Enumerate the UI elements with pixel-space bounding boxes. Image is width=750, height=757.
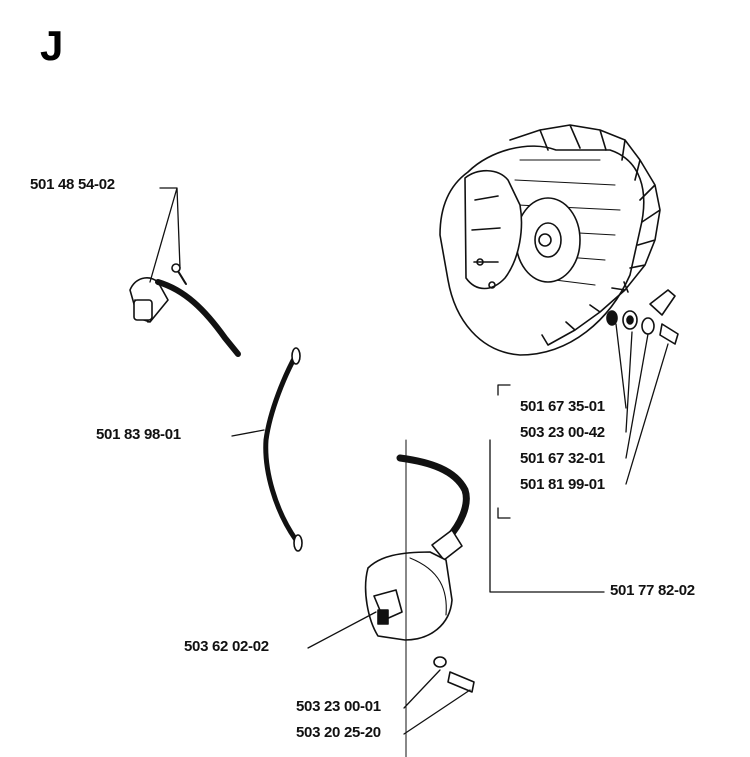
- part-label: 503 62 02-02: [184, 638, 269, 655]
- section-letter: J: [40, 22, 64, 69]
- part-label: 501 81 99-01: [520, 476, 605, 493]
- part-label: 501 83 98-01: [96, 426, 181, 443]
- spark-plug-cap-drawing: [129, 263, 241, 357]
- ignition-coil-drawing: [364, 454, 475, 693]
- flywheel-drawing: [439, 124, 661, 356]
- part-label: 503 23 00-42: [520, 424, 605, 441]
- part-label: 501 77 82-02: [610, 582, 695, 599]
- part-label: 501 48 54-02: [30, 176, 115, 193]
- part-label: 503 20 25-20: [296, 724, 381, 741]
- ht-lead-drawing: [263, 347, 303, 552]
- part-label: 501 67 32-01: [520, 450, 605, 467]
- part-label: 503 23 00-01: [296, 698, 381, 715]
- flywheel-fasteners-drawing: [606, 281, 679, 345]
- part-label: 501 67 35-01: [520, 398, 605, 415]
- leader-lines: [149, 187, 669, 735]
